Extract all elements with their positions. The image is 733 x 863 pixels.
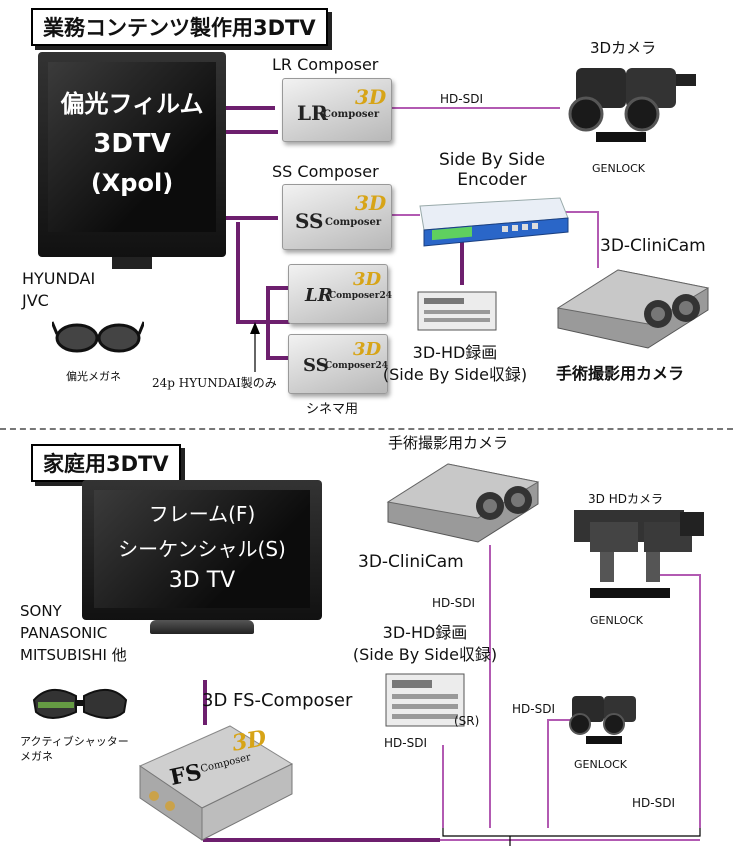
camera-3d-label: 3Dカメラ bbox=[590, 39, 657, 57]
active-glasses-label: アクティブシャッター メガネ bbox=[20, 734, 129, 764]
home-maker-3: MITSUBISHI 他 bbox=[20, 646, 127, 664]
recorder-label-top: 3D-HD録画 (Side By Side収録) bbox=[360, 342, 550, 386]
clinicam-device-bottom bbox=[386, 463, 540, 543]
polarized-glasses-label: 偏光メガネ bbox=[66, 370, 121, 383]
sbs-encoder-device bbox=[419, 197, 569, 247]
ss-logo: SS bbox=[295, 209, 324, 233]
ss-composer-label: SS Composer bbox=[272, 162, 379, 181]
lr-composer24-device: LR Composer24 3D bbox=[288, 264, 392, 324]
small-3d-camera-icon bbox=[569, 696, 636, 744]
wire-encoder-clinicam bbox=[560, 211, 599, 268]
tv-line-1: 偏光フィルム bbox=[60, 90, 204, 118]
ss-composer24-device: SS Composer24 3D bbox=[288, 334, 388, 394]
fs-composer-device bbox=[138, 725, 294, 841]
wire-ss24 bbox=[266, 322, 292, 360]
note-24p: 24p HYUNDAI製のみ bbox=[152, 376, 277, 390]
hdsdi-label-bottom-3: HD-SDI bbox=[512, 702, 555, 716]
fs-composer-label: 3D FS-Composer bbox=[202, 690, 353, 711]
clinicam-label-bottom: 3D-CliniCam bbox=[358, 552, 464, 572]
sr-label: (SR) bbox=[454, 714, 480, 728]
clinicam-label-top: 3D-CliniCam bbox=[600, 236, 706, 256]
active-glasses-label-1: アクティブシャッター bbox=[20, 735, 129, 748]
lr-composer-device: LR Composer 3D bbox=[282, 78, 392, 142]
section-divider bbox=[0, 428, 733, 430]
3d-camera-rig-icon bbox=[568, 68, 696, 142]
tv-screen: 偏光フィルム 3DTV (Xpol) bbox=[48, 62, 216, 232]
recorder-label-bottom: 3D-HD録画 (Side By Side収録) bbox=[330, 622, 520, 666]
section-title-business: 業務コンテンツ製作用3DTV bbox=[31, 8, 328, 46]
section-title-home: 家庭用3DTV bbox=[31, 444, 181, 482]
ss-composer-device: SS Composer 3D bbox=[282, 184, 392, 250]
genlock-label-bottom-2: GENLOCK bbox=[574, 758, 627, 771]
wire-lr24 bbox=[266, 286, 292, 322]
home-makers: SONY PANASONIC MITSUBISHI 他 bbox=[20, 600, 127, 666]
hdsdi-label-bottom-2: HD-SDI bbox=[384, 736, 427, 750]
surgical-camera-label-bottom: 手術撮影用カメラ bbox=[388, 434, 509, 452]
lr24-logo: LR bbox=[305, 285, 333, 306]
recorder-label-top-1: 3D-HD録画 bbox=[412, 343, 498, 362]
tv-line-3: (Xpol) bbox=[90, 169, 174, 197]
recorder-device-top bbox=[417, 291, 497, 331]
recorder-label-bottom-1: 3D-HD録画 bbox=[382, 623, 468, 642]
polarized-glasses-icon bbox=[52, 321, 144, 353]
recorder-label-top-2: (Side By Side収録) bbox=[382, 365, 528, 384]
lr-logo: LR bbox=[297, 101, 328, 125]
lr-composer-label: LR Composer bbox=[272, 55, 379, 74]
lr-composer-text: Composer bbox=[323, 109, 380, 120]
home-maker-2: PANASONIC bbox=[20, 624, 108, 642]
hd-camera-label: 3D HDカメラ bbox=[588, 492, 663, 506]
surgical-camera-label-top: 手術撮影用カメラ bbox=[556, 364, 685, 383]
clinicam-device-top bbox=[556, 269, 710, 349]
polarized-3dtv: 偏光フィルム 3DTV (Xpol) bbox=[38, 52, 226, 257]
genlock-label-top: GENLOCK bbox=[592, 162, 645, 175]
sbs-encoder-label-2: Encoder bbox=[457, 170, 527, 190]
home-tv-line-3: 3D TV bbox=[168, 568, 236, 593]
home-tv-line-1: フレーム(F) bbox=[148, 502, 256, 526]
genlock-label-bottom-1: GENLOCK bbox=[590, 614, 643, 627]
ss24-logo: SS bbox=[303, 355, 329, 376]
home-tv-line-2: シーケンシャル(S) bbox=[118, 537, 286, 561]
lr24-composer-text: Composer24 bbox=[329, 291, 393, 301]
hdsdi-label-bottom-1: HD-SDI bbox=[432, 596, 475, 610]
bracket bbox=[442, 828, 701, 837]
ss24-3d-mark: 3D bbox=[353, 339, 382, 360]
maker-2: JVC bbox=[22, 291, 49, 310]
hdsdi-label-top: HD-SDI bbox=[440, 92, 483, 106]
home-tv-stand bbox=[150, 620, 254, 634]
active-shutter-glasses-icon bbox=[32, 689, 128, 719]
arrow-24p-head bbox=[250, 322, 260, 334]
recorder-device-bottom bbox=[385, 673, 465, 727]
ss-composer-text: Composer bbox=[325, 217, 382, 228]
ss24-composer-text: Composer24 bbox=[325, 361, 389, 371]
active-glasses-label-2: メガネ bbox=[20, 750, 53, 763]
sbs-encoder-label-1: Side By Side bbox=[438, 150, 546, 170]
recorder-label-bottom-2: (Side By Side収録) bbox=[352, 645, 498, 664]
tv-line-2: 3DTV bbox=[93, 129, 171, 159]
home-3dtv: フレーム(F) シーケンシャル(S) 3D TV bbox=[82, 480, 322, 620]
3d-hd-camera-rig-icon bbox=[574, 510, 704, 598]
ss-3d-mark: 3D bbox=[355, 191, 387, 215]
lr24-3d-mark: 3D bbox=[353, 269, 382, 290]
tv-stand bbox=[112, 257, 152, 269]
business-makers: HYUNDAI JVC bbox=[22, 268, 95, 312]
wire-tv-cinema bbox=[236, 222, 290, 324]
cinema-label: シネマ用 bbox=[306, 402, 359, 417]
hdsdi-label-bottom-4: HD-SDI bbox=[632, 796, 675, 810]
wire-hdcam-bus bbox=[650, 574, 701, 828]
maker-1: HYUNDAI bbox=[22, 269, 96, 288]
sbs-encoder-label: Side By Side Encoder bbox=[418, 150, 566, 190]
home-maker-1: SONY bbox=[20, 602, 62, 620]
lr-3d-mark: 3D bbox=[355, 85, 387, 109]
home-tv-screen: フレーム(F) シーケンシャル(S) 3D TV bbox=[94, 490, 310, 608]
